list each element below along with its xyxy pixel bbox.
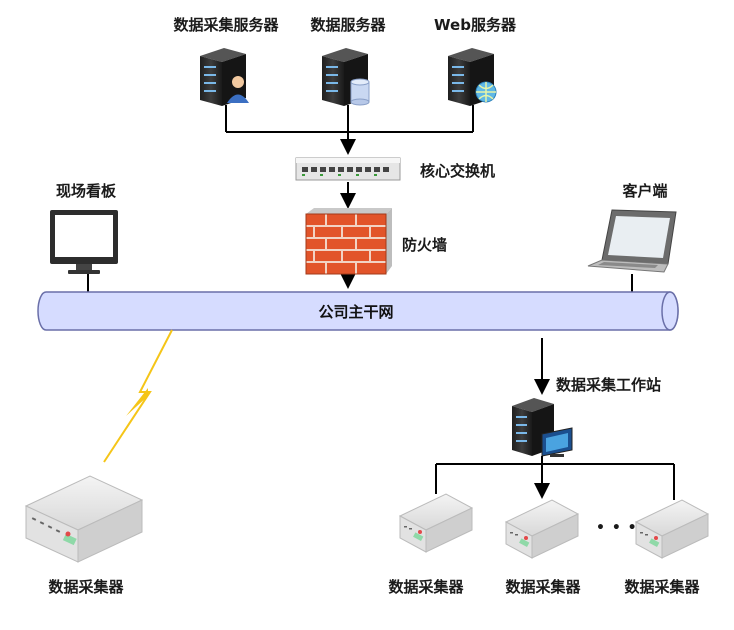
label-data-server: 数据服务器 xyxy=(310,16,386,34)
collector-2-icon xyxy=(504,499,580,559)
label-client: 客户端 xyxy=(622,182,668,200)
label-core-switch: 核心交换机 xyxy=(420,162,496,180)
label-collector-3: 数据采集器 xyxy=(624,578,700,596)
workstation-icon xyxy=(512,398,573,457)
label-data-collection-server: 数据采集服务器 xyxy=(173,16,279,34)
label-firewall: 防火墙 xyxy=(402,236,448,254)
collector-left-icon xyxy=(24,475,144,563)
backbone-label: 公司主干网 xyxy=(318,303,393,321)
data-collection-server-icon xyxy=(200,48,249,106)
label-collector-2: 数据采集器 xyxy=(505,578,581,596)
ellipsis-more-collectors: • • • xyxy=(596,520,638,536)
client-laptop-icon xyxy=(587,209,677,273)
web-server-icon xyxy=(448,48,497,106)
label-collector-left: 数据采集器 xyxy=(48,578,124,596)
label-site-board: 现场看板 xyxy=(55,182,117,200)
data-server-icon xyxy=(322,48,370,106)
core-switch-icon xyxy=(295,157,401,181)
wireless-lightning-icon xyxy=(103,329,173,463)
collector-tree-lines xyxy=(435,456,675,500)
label-web-server: Web服务器 xyxy=(434,16,516,34)
firewall-icon xyxy=(305,208,392,275)
label-workstation: 数据采集工作站 xyxy=(556,376,662,394)
backbone-pipe: 公司主干网 xyxy=(37,291,679,331)
label-collector-1: 数据采集器 xyxy=(388,578,464,596)
collector-3-icon xyxy=(634,499,710,559)
collector-1-icon xyxy=(398,493,474,553)
site-board-monitor-icon xyxy=(50,210,118,274)
